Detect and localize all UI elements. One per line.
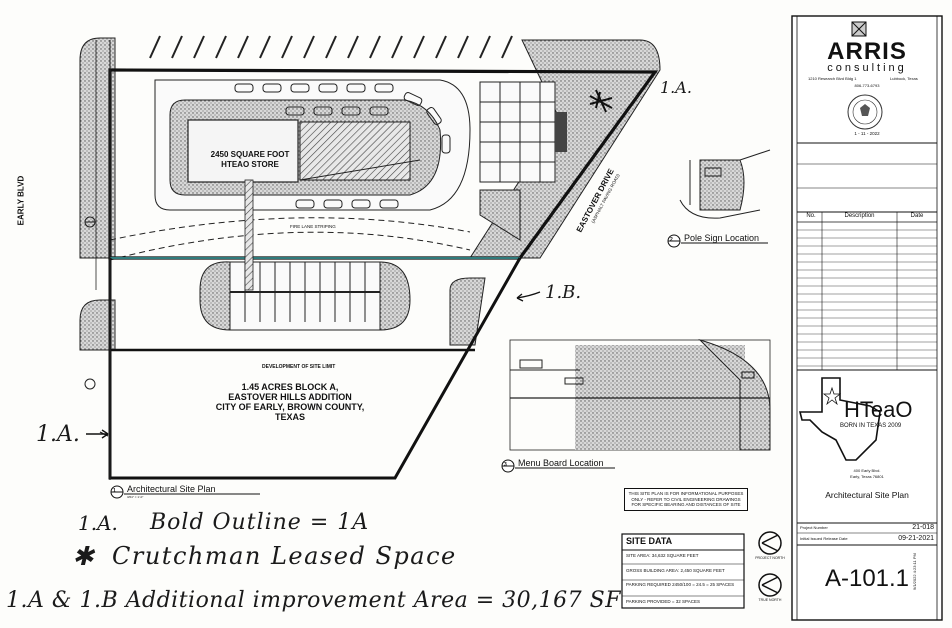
drawing-num-3: 3	[504, 462, 507, 468]
site-data-row: SITE AREA: 34,632 SQUARE FEET	[626, 553, 699, 558]
release-date: 09-21-2021	[898, 535, 934, 542]
drawing-scale: 3/64" = 1'-0"	[127, 495, 144, 499]
drawing-title-menu-board: Menu Board Location	[518, 458, 604, 468]
client-name: HTeaO	[844, 397, 913, 422]
site-limit-label: DEVELOPMENT OF SITE LIMIT	[262, 364, 336, 370]
crutchman-mark	[589, 89, 613, 113]
crutchman-icon: ✱	[72, 542, 94, 572]
fire-lane-label: FIRE LANE STRIPING	[290, 224, 336, 229]
disclaimer-note: THIS SITE PLAN IS FOR INFORMATIONAL PURP…	[624, 488, 748, 511]
client-tag: BORN IN TEXAS 2009	[840, 423, 902, 429]
parcel-line1: 1.45 ACRES BLOCK A,	[241, 382, 339, 392]
firm-name: ARRIS	[827, 38, 907, 65]
drawing-title-site-plan: Architectural Site Plan	[127, 484, 216, 494]
rev-header-no: No.	[806, 213, 816, 219]
annotation-1a-left: 1.A.	[36, 422, 80, 447]
firm-phone: 806-773-6793	[854, 83, 880, 88]
release-date-label: Initial Issued Release Date	[800, 536, 848, 541]
project-number-label: Project Number	[800, 525, 828, 530]
note1-key: 1.A.	[78, 511, 118, 535]
side-stamp: 9/1/2022 4:23:11 PM	[912, 553, 917, 590]
note1-text: Bold Outline = 1A	[150, 510, 370, 535]
firm-address-right: Lubbock, Texas	[890, 76, 918, 81]
project-north-label: PROJECT NORTH	[755, 556, 785, 560]
texas-outline-icon	[798, 377, 881, 461]
client-address-1: 400 Early Blvd.	[853, 468, 881, 473]
sheet-number: A-101.1	[824, 565, 910, 592]
parcel-label: 1.45 ACRES BLOCK A, EASTOVER HILLS ADDIT…	[200, 382, 380, 422]
project-number: 21-018	[912, 524, 934, 531]
parcel-line2: EASTOVER HILLS ADDITION	[228, 392, 352, 402]
firm-address-left: 1210 Research Blvd Bldg 1	[808, 76, 857, 81]
drawing-title-pole-sign: Pole Sign Location	[684, 233, 760, 243]
site-data-title: SITE DATA	[626, 536, 673, 546]
drawing-num-1: 1	[113, 488, 116, 494]
site-data-row: PARKING REQUIRED 2450/100 = 24.5 = 25 SP…	[626, 582, 735, 587]
note3-text: 1.A & 1.B Additional improvement Area = …	[6, 588, 621, 613]
rev-header-description: Description	[844, 213, 875, 219]
site-data-row: GROSS BUILDING AREA: 2,450 SQUARE FEET	[626, 568, 725, 573]
firm-sub: consulting	[827, 62, 907, 74]
site-data-row: PARKING PROVIDED = 32 SPACES	[626, 599, 700, 604]
sheet-title: Architectural Site Plan	[825, 490, 909, 500]
store-label: 2450 SQUARE FOOT HTEAO STORE	[200, 150, 300, 170]
annotation-1b: 1.B.	[545, 282, 582, 303]
note2-text: Crutchman Leased Space	[112, 542, 457, 570]
parcel-line3: CITY OF EARLY, BROWN COUNTY, TEXAS	[215, 402, 365, 422]
seal-date: 1 - 11 - 2022	[854, 131, 880, 136]
top-hatch-strip	[149, 35, 513, 59]
client-address-2: Early, Texas 76801	[850, 474, 884, 479]
store-label-line2: HTEAO STORE	[221, 160, 279, 169]
true-north-label: TRUE NORTH	[758, 598, 782, 602]
annotation-1a-top: 1.A.	[660, 78, 692, 97]
rev-header-date: Date	[910, 213, 924, 219]
north-arrows	[758, 531, 782, 597]
drawing-num-2: 2	[670, 237, 673, 243]
road-early-blvd: EARLY BLVD	[16, 175, 26, 226]
store-label-line1: 2450 SQUARE FOOT	[210, 150, 290, 159]
